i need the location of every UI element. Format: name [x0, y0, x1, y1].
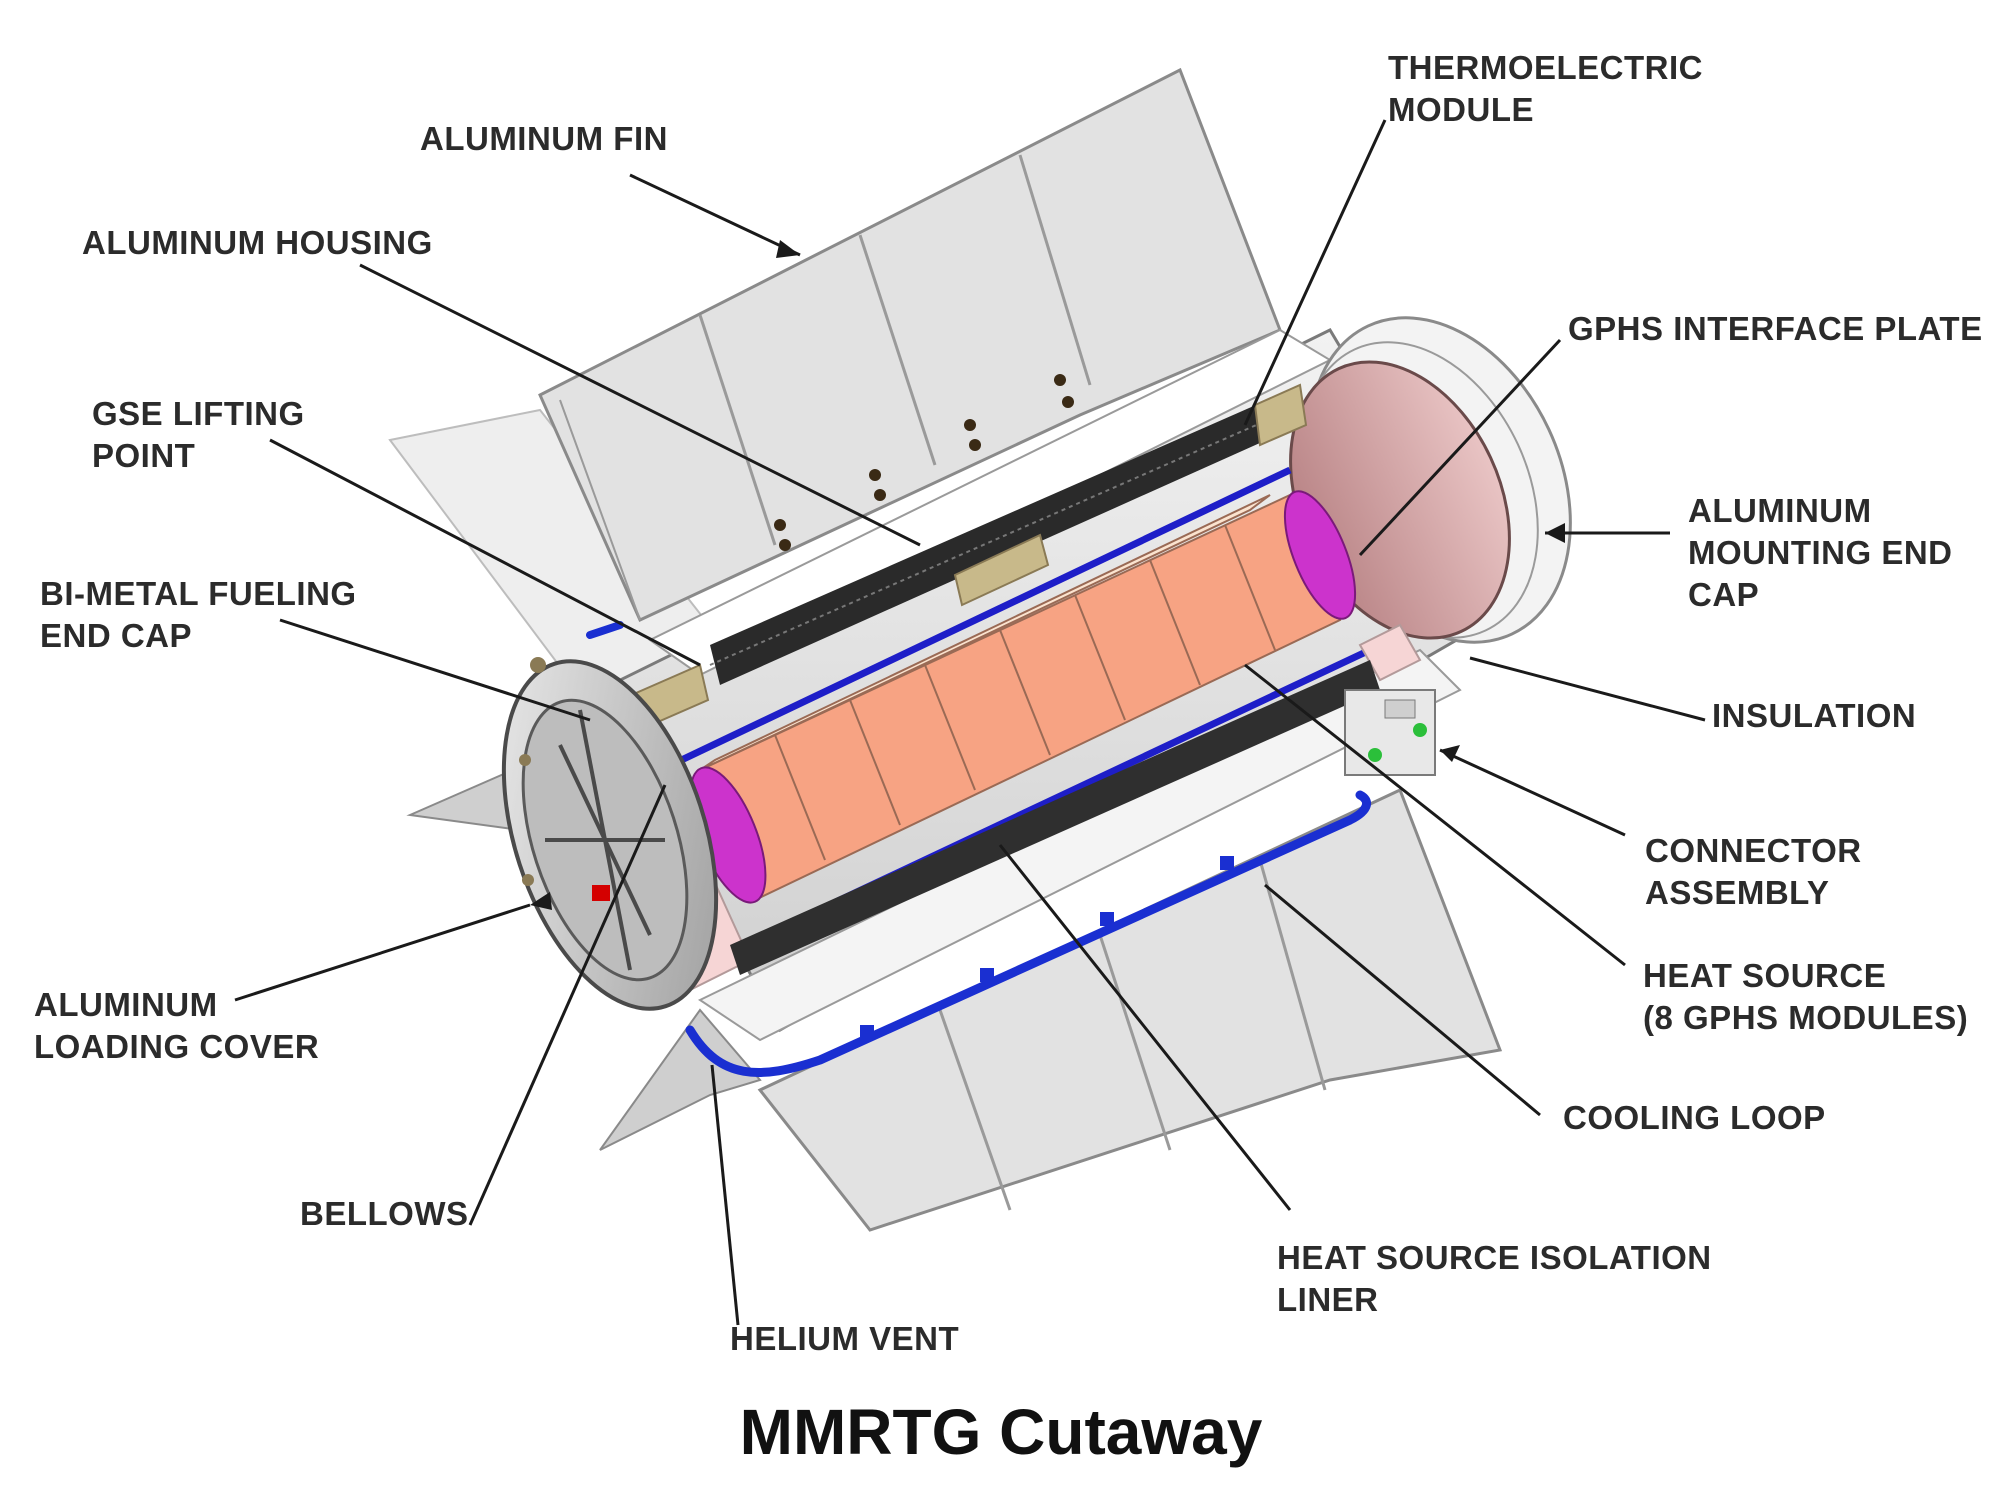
leader-bellows — [468, 784, 667, 1226]
label-aluminum-fin: ALUMINUM FIN — [420, 120, 668, 157]
label-connector-assembly: CONNECTOR ASSEMBLY — [1645, 832, 1862, 911]
heat-source-modules — [689, 490, 1357, 904]
leader-aluminum-loading-cover — [234, 903, 531, 1002]
leader-cooling-loop — [1264, 883, 1541, 1117]
label-aluminum-mounting-end-cap: ALUMINUM MOUNTING END CAP — [1688, 492, 1953, 613]
leader-insulation — [1469, 656, 1706, 722]
bi-metal-fueling-end-cap — [501, 657, 719, 1011]
leader-heat-source — [1244, 663, 1626, 967]
leader-gse-lifting-point — [269, 438, 701, 667]
label-bellows: BELLOWS — [300, 1195, 469, 1232]
leader-thermoelectric-module — [1243, 119, 1387, 426]
label-insulation: INSULATION — [1712, 697, 1917, 734]
label-thermoelectric-module: THERMOELECTRIC MODULE — [1388, 49, 1703, 128]
leader-aluminum-housing — [359, 263, 921, 547]
lower-left-fin — [599, 1008, 762, 1151]
label-helium-vent: HELIUM VENT — [730, 1320, 960, 1357]
connector-assembly — [1344, 689, 1436, 776]
leader-bi-metal-fueling-end-cap — [279, 618, 591, 722]
upper-fin — [538, 67, 1282, 623]
leader-helium-vent — [710, 1064, 740, 1326]
label-aluminum-housing: ALUMINUM HOUSING — [82, 224, 433, 261]
thermoelectric-module-strip — [618, 383, 1308, 737]
label-bi-metal-fueling-end-cap: BI-METAL FUELING END CAP — [40, 575, 357, 654]
label-cooling-loop: COOLING LOOP — [1563, 1099, 1826, 1136]
label-aluminum-loading-cover: ALUMINUM LOADING COVER — [34, 986, 320, 1065]
leader-gphs-interface-plate — [1358, 338, 1562, 557]
leader-aluminum-fin — [629, 173, 801, 257]
leader-lines — [234, 119, 1706, 1326]
label-gphs-interface-plate: GPHS INTERFACE PLATE — [1568, 310, 1983, 347]
leader-connector-assembly — [1439, 748, 1626, 837]
label-heat-source: HEAT SOURCE (8 GPHS MODULES) — [1643, 957, 1969, 1036]
leader-arrowheads — [530, 240, 1565, 910]
leader-heat-source-isolation-liner — [998, 844, 1292, 1211]
label-gse-lifting-point: GSE LIFTING POINT — [92, 395, 305, 474]
label-heat-source-isolation-liner: HEAT SOURCE ISOLATION LINER — [1277, 1239, 1712, 1318]
figure-caption: MMRTG Cutaway — [739, 1396, 1263, 1468]
